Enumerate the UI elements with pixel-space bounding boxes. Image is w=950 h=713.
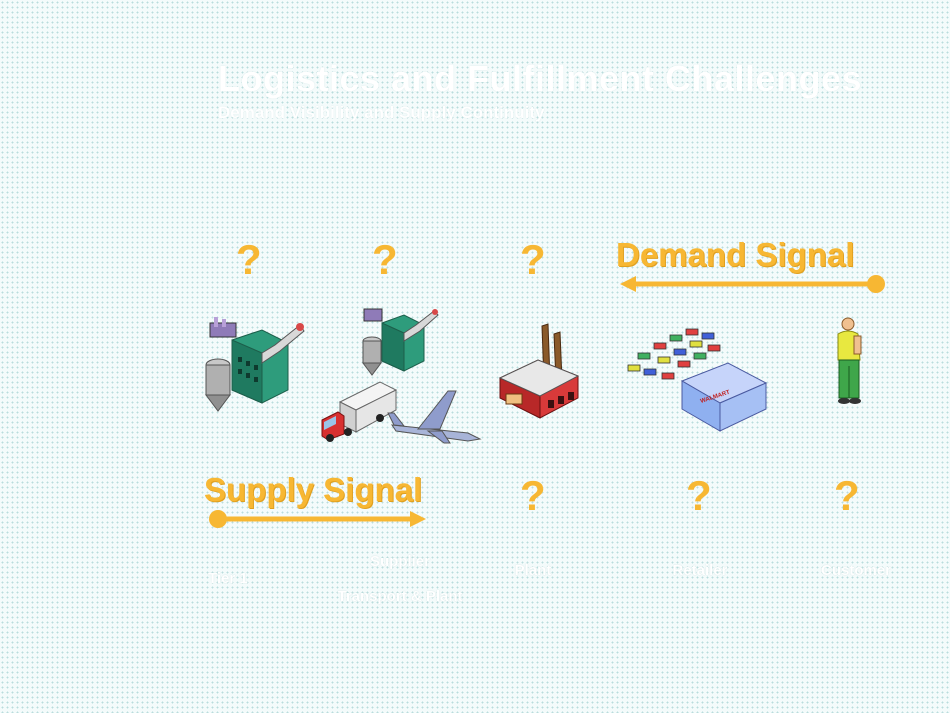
truck-icon xyxy=(321,381,398,442)
supply-question-3: ? xyxy=(834,472,860,519)
demand-question-1: ? xyxy=(236,236,262,283)
factory-icon xyxy=(498,323,580,419)
supply-signal-arrow xyxy=(209,510,426,528)
demand-signal-arrow xyxy=(620,275,885,293)
page-title: Logistics and Fulfillment Challenges xyxy=(218,58,863,99)
caption-tier: Tier 1 xyxy=(208,570,248,587)
caption-retailer: Retailer xyxy=(672,562,728,579)
demand-question-3: ? xyxy=(520,236,546,283)
retail-store-icon: WALMART xyxy=(627,328,768,432)
airplane-icon xyxy=(387,390,482,444)
tier-plant-icon xyxy=(362,308,439,376)
supply-question-2: ? xyxy=(686,472,712,519)
supply-signal-label: Supply Signal xyxy=(204,471,423,508)
customer-icon xyxy=(837,317,862,404)
caption-plant: Plant xyxy=(514,562,552,579)
page-subtitle: Demand Visibility and Supply Continuity xyxy=(218,103,545,122)
caption-supplier: Supplier xyxy=(369,553,430,570)
supplier-plant-icon xyxy=(205,317,305,412)
supply-question-1: ? xyxy=(520,472,546,519)
caption-customer: Customer xyxy=(820,562,891,579)
demand-signal-label: Demand Signal xyxy=(616,236,855,273)
caption-transport: Transport & Plant xyxy=(337,588,463,605)
demand-question-2: ? xyxy=(372,236,398,283)
